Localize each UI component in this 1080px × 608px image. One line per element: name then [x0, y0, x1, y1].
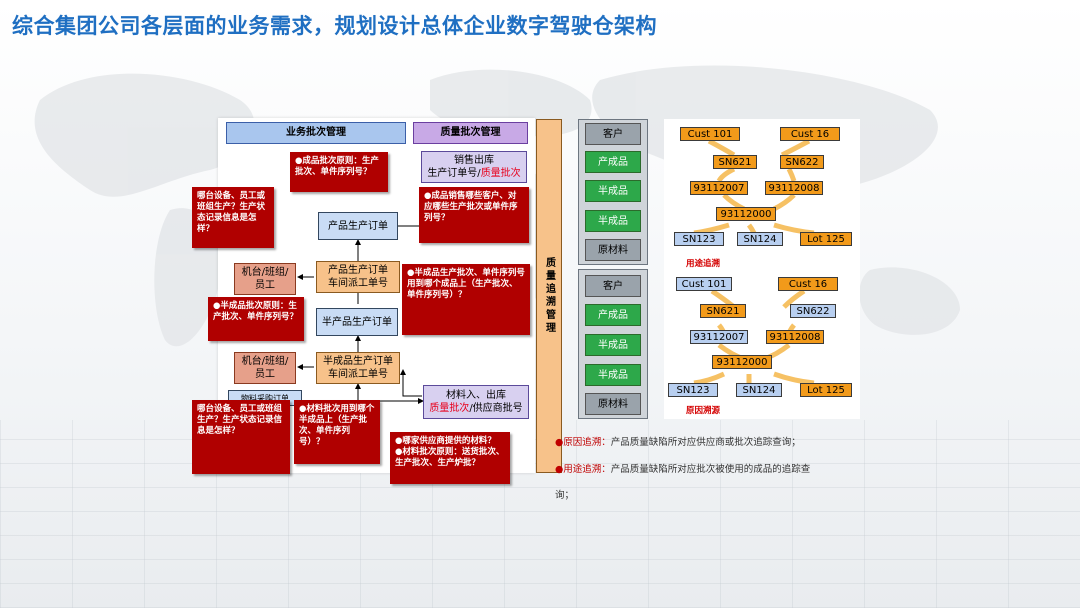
trace-bottom-93112007: 93112007	[690, 330, 748, 344]
trace-bottom-93112000: 93112000	[712, 355, 772, 369]
stack-top-finished: 产成品	[585, 151, 641, 173]
stack-top-raw: 原材料	[585, 239, 641, 261]
stack-bottom-semi-1: 半成品	[585, 334, 641, 356]
trace-bottom-label: 原因溯源	[686, 406, 721, 416]
stack-bottom-finished: 产成品	[585, 304, 641, 326]
header-quality-batch: 质量批次管理	[413, 122, 528, 144]
stack-bottom-raw: 原材料	[585, 393, 641, 415]
note-machine-status-1: 哪台设备、员工或班组生产？生产状态记录信息是怎样？	[192, 187, 274, 248]
note-material-usage: ●材料批次用到哪个半成品上（生产批次、单件序列号）？	[294, 400, 380, 464]
header-business-batch: 业务批次管理	[226, 122, 406, 144]
trace-top-lot125: Lot 125	[800, 232, 852, 246]
trace-top-sn123: SN123	[674, 232, 724, 246]
trace-top-cust101: Cust 101	[680, 127, 740, 141]
note-machine-status-2: 哪台设备、员工或班组生产？生产状态记录信息是怎样？	[192, 400, 290, 474]
trace-bottom-sn622: SN622	[790, 304, 836, 318]
note-product-batch-rule: ●成品批次原则：生产批次、单件序列号？	[290, 152, 388, 192]
semi-product-order-box: 半产品生产订单	[316, 308, 398, 336]
note-semi-product-usage: ●半成品生产批次、单件序列号用到哪个成品上（生产批次、单件序列号）？	[402, 264, 530, 335]
note-semi-batch-rule: ●半成品批次原则：生产批次、单件序列号？	[208, 297, 304, 341]
trace-bottom-lot125: Lot 125	[800, 383, 852, 397]
stack-top-semi-2: 半成品	[585, 210, 641, 232]
trace-bottom-cust16: Cust 16	[778, 277, 838, 291]
stack-top-semi-1: 半成品	[585, 180, 641, 202]
trace-bottom-sn621: SN621	[700, 304, 746, 318]
legend-usage-trace: ●用途追溯：产品质量缺陷所对应批次被使用的成品的追踪查	[555, 464, 811, 475]
trace-top-93112008: 93112008	[765, 181, 823, 195]
product-production-order-box: 产品生产订单	[318, 212, 398, 240]
trace-bottom-sn124: SN124	[736, 383, 782, 397]
trace-top-label: 用途追溯	[686, 259, 721, 269]
trace-top-sn621: SN621	[713, 155, 757, 169]
material-inout-box: 材料入、出库 质量批次/供应商批号	[423, 385, 529, 419]
machine-team-employee-box-2: 机台/班组/ 员工	[234, 352, 296, 384]
trace-bottom-sn123: SN123	[668, 383, 718, 397]
trace-bottom-cust101: Cust 101	[676, 277, 732, 291]
page-title: 综合集团公司各层面的业务需求，规划设计总体企业数字驾驶仓架构	[12, 14, 657, 38]
trace-curved-arrows	[693, 138, 815, 386]
legend-cause-trace: ●原因追溯：产品质量缺陷所对应供应商或批次追踪查询；	[555, 437, 801, 448]
note-product-sales: ●成品销售哪些客户、对应哪些生产批次或单件序列号？	[419, 187, 529, 243]
trace-top-sn622: SN622	[780, 155, 824, 169]
sales-outbound-box: 销售出库 生产订单号/质量批次	[421, 151, 527, 183]
stack-top-customer: 客户	[585, 123, 641, 145]
trace-bottom-93112008: 93112008	[766, 330, 824, 344]
trace-top-sn124: SN124	[737, 232, 783, 246]
stack-bottom-customer: 客户	[585, 275, 641, 297]
quality-traceability-label: 质量追溯管理	[536, 119, 562, 473]
product-dispatch-box: 产品生产订单 车间派工单号	[316, 261, 400, 293]
machine-team-employee-box-1: 机台/班组/ 员工	[234, 263, 296, 295]
stack-bottom-semi-2: 半成品	[585, 364, 641, 386]
trace-top-93112007: 93112007	[690, 181, 748, 195]
trace-top-93112000: 93112000	[716, 207, 776, 221]
trace-top-cust16: Cust 16	[780, 127, 840, 141]
semi-dispatch-box: 半成品生产订单 车间派工单号	[316, 352, 400, 384]
note-supplier-material: ●哪家供应商提供的材料？ ●材料批次原则：送货批次、生产批次、生产炉批？	[390, 432, 510, 484]
trace-panel	[664, 119, 860, 419]
legend-usage-trace-tail: 询；	[555, 490, 575, 501]
